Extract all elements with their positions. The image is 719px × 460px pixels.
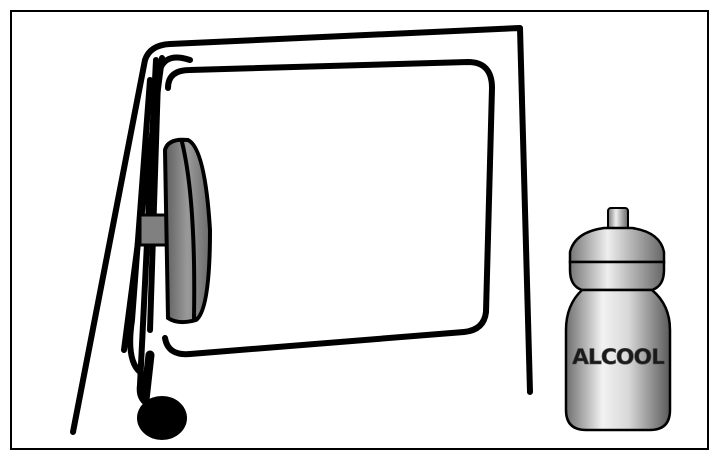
side-mirror — [162, 137, 213, 325]
bottle-nozzle — [607, 207, 629, 231]
bottle-label: ALCOOL — [572, 345, 665, 369]
door-handle — [137, 396, 187, 440]
alcohol-bottle: ALCOOL — [564, 207, 672, 432]
door-frame — [70, 25, 533, 435]
mirror-bracket — [138, 213, 170, 247]
bottle-cap — [568, 226, 666, 264]
bottle-body — [564, 288, 672, 432]
